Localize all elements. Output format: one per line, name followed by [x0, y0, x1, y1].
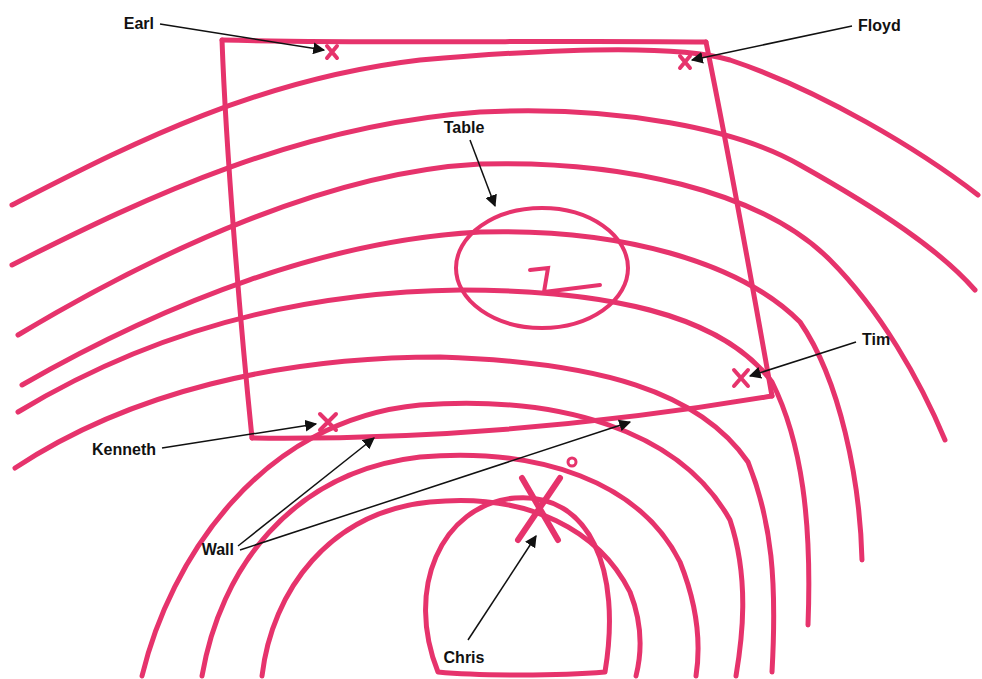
leader-line [470, 140, 495, 206]
leader-lines [160, 24, 856, 640]
contour [202, 455, 698, 676]
contour [15, 357, 774, 672]
x-mark [320, 414, 336, 430]
x-mark [734, 370, 748, 386]
x-mark [327, 46, 337, 58]
contour [426, 498, 610, 675]
leader-line [162, 424, 316, 448]
leader-line [238, 438, 374, 546]
wall [706, 42, 772, 396]
dot-mark [568, 458, 576, 466]
label: Floyd [856, 16, 903, 35]
leader-line [468, 536, 536, 640]
table-mark [530, 268, 600, 292]
label: Chris [442, 648, 487, 667]
wall [222, 40, 706, 42]
label: Tim [860, 330, 892, 349]
walls [222, 40, 772, 438]
x-mark [680, 56, 690, 68]
table [456, 208, 628, 328]
contour [22, 232, 862, 560]
x-marks [320, 46, 748, 540]
label: Earl [122, 14, 156, 33]
wall [252, 396, 772, 438]
label: Table [442, 118, 487, 137]
leader-line [240, 422, 630, 550]
leader-line [692, 26, 852, 60]
label: Kenneth [90, 440, 158, 459]
label: Wall [200, 540, 236, 559]
leader-line [750, 342, 856, 376]
leader-line [160, 24, 324, 50]
table-circle [456, 208, 628, 328]
wall [222, 40, 252, 438]
contour [142, 403, 743, 676]
contour-lines [12, 50, 978, 676]
x-mark [518, 478, 560, 540]
